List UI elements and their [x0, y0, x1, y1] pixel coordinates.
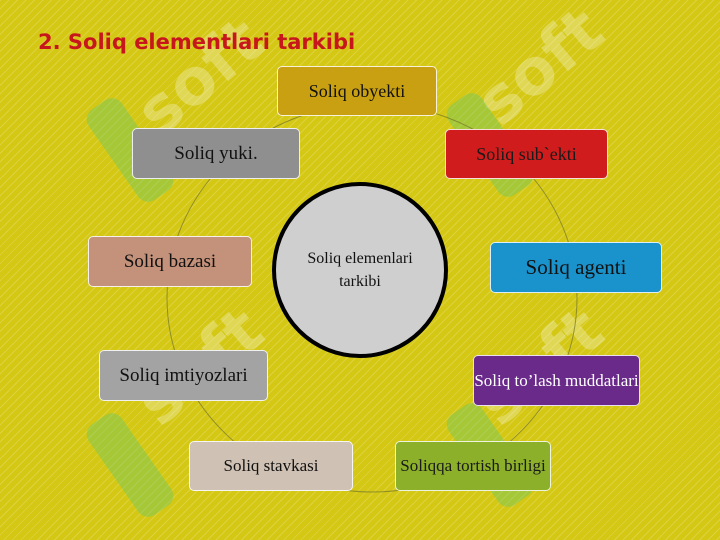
element-label: Soliq bazasi [123, 250, 217, 272]
element-label: Soliq stavkasi [223, 456, 319, 476]
element-label: Soliq obyekti [308, 80, 406, 101]
element-label: Soliq sub`ekti [476, 143, 577, 164]
element-label: Soliqqa tortish birligi [400, 456, 546, 476]
element-box-muddatlari: Soliq to’lash muddatlari [473, 355, 640, 406]
element-box-stavkasi: Soliq stavkasi [189, 441, 353, 491]
element-label: Soliq imtiyozlari [119, 364, 248, 386]
element-box-yuki: Soliq yuki. [132, 128, 300, 179]
element-label: Soliq to’lash muddatlari [474, 370, 639, 390]
element-box-imtiyozlari: Soliq imtiyozlari [99, 350, 268, 401]
element-box-agenti: Soliq agenti [490, 242, 662, 293]
element-box-obyekti: Soliq obyekti [277, 66, 437, 116]
slide-title: 2. Soliq elementlari tarkibi [38, 30, 356, 54]
element-box-subekti: Soliq sub`ekti [445, 129, 608, 179]
center-label: Soliq elemenlari tarkibi [307, 249, 413, 290]
element-label: Soliq yuki. [174, 142, 258, 164]
element-box-bazasi: Soliq bazasi [88, 236, 252, 287]
element-label: Soliq agenti [525, 255, 627, 280]
element-box-birligi: Soliqqa tortish birligi [395, 441, 551, 491]
center-circle: Soliq elemenlari tarkibi [272, 182, 448, 358]
